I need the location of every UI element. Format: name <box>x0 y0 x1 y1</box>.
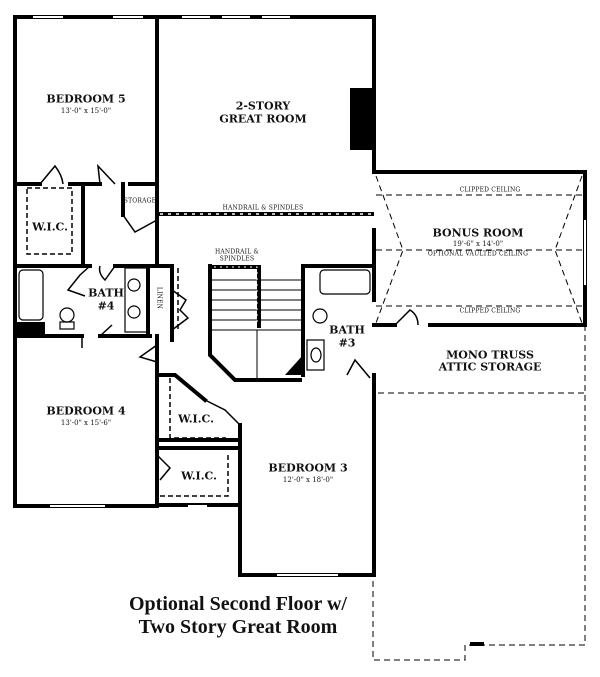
room-label-linen: LINEN <box>155 286 163 310</box>
room-label-wic-bedroom-4: W.I.C. <box>178 412 214 426</box>
clipped-ceiling-top-label: CLIPPED CEILING <box>459 186 521 194</box>
windows <box>33 16 586 576</box>
handrail-stairs <box>212 265 261 328</box>
doors <box>39 163 419 481</box>
room-size-bedroom-5: 13'-0" x 15'-0" <box>60 107 112 115</box>
room-size-bedroom-3: 12'-0" x 18'-0" <box>282 476 334 484</box>
room-label-storage: STORAGE <box>123 197 157 205</box>
room-label-great-room-1: 2-STORY <box>235 99 291 113</box>
attic-label-1: MONO TRUSS <box>446 348 534 362</box>
plan-title-line-1: Optional Second Floor w/ <box>129 593 347 615</box>
clipped-ceiling-bottom-label: CLIPPED CEILING <box>459 307 521 315</box>
attic-label-2: ATTIC STORAGE <box>438 360 542 374</box>
room-label-bonus-room: BONUS ROOM <box>432 226 524 240</box>
bathtub-bath3 <box>319 269 371 295</box>
wall-block <box>15 322 45 336</box>
ceiling-lines <box>375 175 583 324</box>
room-label-bath-4-2: #4 <box>97 299 115 313</box>
bathtub-bath4 <box>18 269 44 321</box>
room-label-great-room-2: GREAT ROOM <box>219 112 307 126</box>
room-label-bath-3-1: BATH <box>329 323 365 337</box>
room-label-wic-bedroom-5: W.I.C. <box>32 220 68 234</box>
fireplace <box>350 88 373 150</box>
closet-shelves <box>26 187 229 497</box>
room-label-bath-3-2: #3 <box>338 336 356 350</box>
room-label-bath-4-1: BATH <box>88 286 124 300</box>
plan-title-line-2: Two Story Great Room <box>138 616 338 638</box>
room-label-bedroom-3: BEDROOM 3 <box>268 461 348 475</box>
optional-vaulted-ceiling-label: OPTIONAL VAULTED CEILING <box>427 250 529 258</box>
stair-notch <box>470 642 484 646</box>
room-size-bedroom-4: 13'-0" x 15'-6" <box>60 419 112 427</box>
toilet-bath4 <box>59 307 75 323</box>
handrail-stairs-label-2: SPINDLES <box>219 255 255 263</box>
room-size-bonus-room: 19'-6" x 14'-0" <box>452 240 504 248</box>
handrail-great-room-label: HANDRAIL & SPINDLES <box>222 204 304 212</box>
room-label-wic-bedroom-3: W.I.C. <box>181 469 217 483</box>
room-label-bedroom-4: BEDROOM 4 <box>46 404 126 418</box>
toilet-bath3 <box>312 308 328 324</box>
room-label-bedroom-5: BEDROOM 5 <box>46 92 126 106</box>
sink-bath3 <box>310 347 322 363</box>
sink-2 <box>127 305 141 319</box>
sink-1 <box>127 278 141 292</box>
stair-wedge <box>285 355 303 375</box>
attic-outline <box>372 325 586 661</box>
fixtures <box>18 267 371 371</box>
plan-title: Optional Second Floor w/ Two Story Great… <box>129 593 347 639</box>
handrail-stairs-label-1: HANDRAIL & <box>214 248 260 256</box>
